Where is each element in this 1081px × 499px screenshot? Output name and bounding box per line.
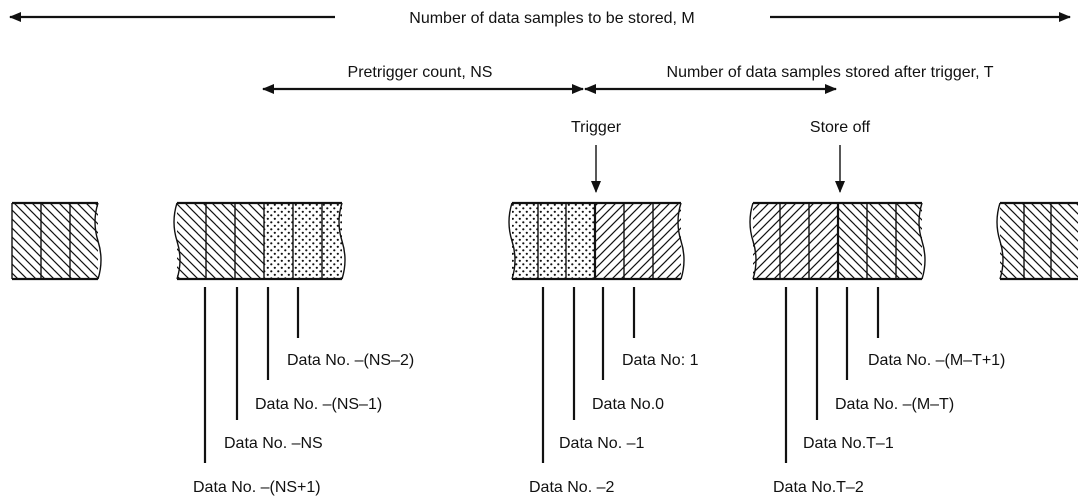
cell-forward-hatch [809, 203, 838, 279]
leader-lines-store-off [784, 287, 880, 463]
cell-forward-hatch [780, 203, 809, 279]
label-zero: Data No.0 [592, 396, 664, 413]
cell-back-hatch [1024, 203, 1051, 279]
cell-dotted [264, 203, 293, 279]
memory-block-store-off [749, 201, 926, 281]
trigger-label: Trigger [571, 119, 622, 136]
memory-block-left-fragment [11, 201, 102, 281]
label-ns-minus-2: Data No. –(NS–2) [287, 352, 414, 369]
leader-lines-pretrigger [203, 287, 300, 463]
label-m-minus-t-plus-1: Data No. –(M–T+1) [868, 352, 1005, 369]
cell-back-hatch [70, 203, 98, 279]
pretrigger-count-arrow: Pretrigger count, NS [262, 64, 584, 94]
cell-dotted [538, 203, 566, 279]
trigger-marker: Trigger [571, 119, 622, 193]
store-off-marker: Store off [810, 119, 871, 193]
total-samples-arrow: Number of data samples to be stored, M [9, 10, 1071, 27]
after-trigger-arrow: Number of data samples stored after trig… [584, 64, 994, 94]
memory-block-pretrigger [173, 201, 346, 281]
label-minus-1: Data No. –1 [559, 435, 644, 452]
label-ns-plus-1: Data No. –(NS+1) [193, 479, 321, 496]
cell-back-hatch [1000, 203, 1024, 279]
cell-forward-hatch [753, 203, 780, 279]
cell-dotted [512, 203, 538, 279]
pretrigger-count-label: Pretrigger count, NS [348, 64, 493, 81]
store-off-label: Store off [810, 119, 871, 136]
cell-back-hatch [206, 203, 235, 279]
cell-forward-hatch [653, 203, 681, 279]
memory-block-trigger [508, 201, 685, 281]
cell-back-hatch [235, 203, 264, 279]
memory-block-right-fragment [996, 201, 1078, 281]
leader-lines-trigger [541, 287, 636, 463]
label-minus-2: Data No. –2 [529, 479, 614, 496]
cell-back-hatch [177, 203, 206, 279]
label-ns-minus-1: Data No. –(NS–1) [255, 396, 382, 413]
label-t-minus-2: Data No.T–2 [773, 479, 864, 496]
label-minus-ns: Data No. –NS [224, 435, 323, 452]
cell-back-hatch [12, 203, 41, 279]
after-trigger-label: Number of data samples stored after trig… [667, 64, 994, 81]
cell-back-hatch [1051, 203, 1078, 279]
cell-forward-hatch [624, 203, 653, 279]
cell-dotted [293, 203, 322, 279]
label-t-minus-1: Data No.T–1 [803, 435, 894, 452]
cell-dotted [566, 203, 595, 279]
label-m-minus-t: Data No. –(M–T) [835, 396, 954, 413]
cell-dotted [322, 203, 342, 279]
cell-back-hatch [838, 203, 867, 279]
cell-back-hatch [867, 203, 896, 279]
total-samples-label: Number of data samples to be stored, M [409, 10, 694, 27]
label-one: Data No: 1 [622, 352, 699, 369]
cell-back-hatch [896, 203, 922, 279]
cell-back-hatch [41, 203, 70, 279]
cell-forward-hatch [595, 203, 624, 279]
